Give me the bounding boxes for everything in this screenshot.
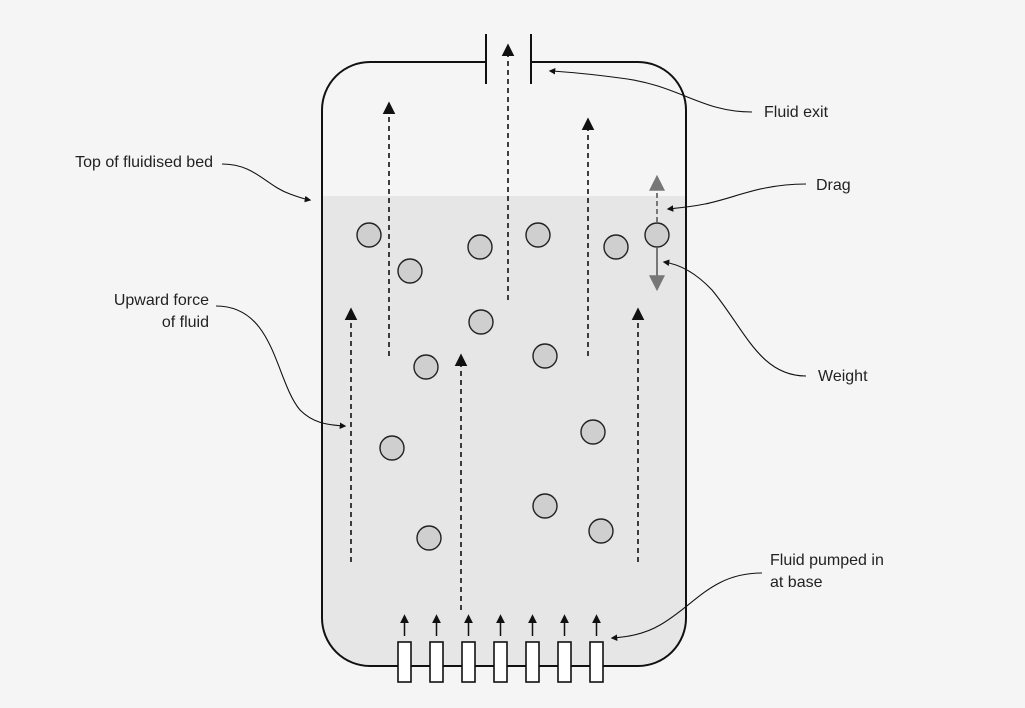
inlet-nozzle <box>429 614 444 683</box>
inlet-nozzle <box>557 614 572 683</box>
label-weight: Weight <box>818 368 868 385</box>
label-fluid-pumped-line1: Fluid pumped in <box>770 552 884 569</box>
particle <box>467 234 493 260</box>
leader-fluid-pumped <box>610 572 763 641</box>
label-upward-force-line2: of fluid <box>161 314 209 331</box>
inlet-nozzle <box>397 614 412 683</box>
particle <box>532 343 558 369</box>
flow-arrows <box>344 43 645 610</box>
label-fluid-pumped-line2: at base <box>770 574 823 591</box>
label-top-of-fluidised-bed: Top of fluidised bed <box>75 154 213 171</box>
label-upward-force-line1: Upward force <box>113 292 209 309</box>
inlet-nozzles <box>397 614 604 683</box>
particle <box>468 309 494 335</box>
inlet-nozzle <box>461 614 476 683</box>
leader-upward-force <box>215 305 347 430</box>
particle <box>580 419 606 445</box>
particle <box>644 222 670 248</box>
leader-weight <box>662 259 807 377</box>
label-drag: Drag <box>816 177 851 194</box>
particles <box>356 222 670 551</box>
fluidised-bed-region <box>322 196 686 666</box>
particle <box>588 518 614 544</box>
particle <box>356 222 382 248</box>
label-fluid-exit: Fluid exit <box>764 104 829 121</box>
particle <box>525 222 551 248</box>
particle <box>532 493 558 519</box>
leader-top-of-bed <box>221 163 312 203</box>
leader-drag <box>666 183 807 212</box>
leader-fluid-exit <box>548 67 753 113</box>
inlet-nozzle <box>493 614 508 683</box>
particle <box>397 258 423 284</box>
inlet-nozzle <box>589 614 604 683</box>
particle <box>413 354 439 380</box>
leader-lines <box>215 67 807 641</box>
particle <box>379 435 405 461</box>
particle <box>603 234 629 260</box>
inlet-nozzle <box>525 614 540 683</box>
particle <box>416 525 442 551</box>
